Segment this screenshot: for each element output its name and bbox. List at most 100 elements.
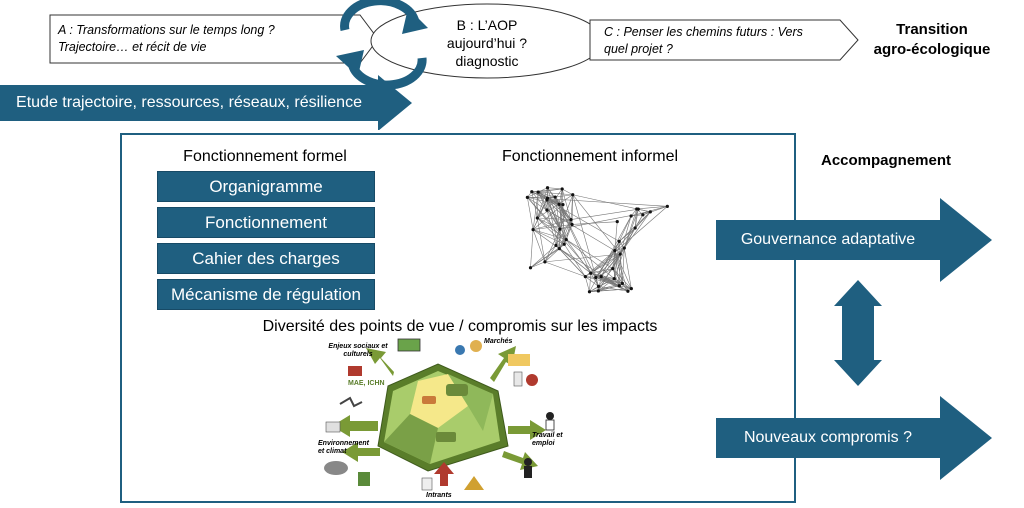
network-node bbox=[545, 196, 550, 200]
label-markets: Marchés bbox=[484, 338, 513, 345]
network-edge bbox=[572, 194, 639, 210]
study-arrow-shape bbox=[0, 75, 412, 130]
arrow-right bbox=[508, 420, 546, 440]
network-node bbox=[665, 204, 669, 208]
step-b-text: B : L’AOP aujourd’hui ? diagnostic bbox=[420, 16, 554, 70]
network-edge bbox=[527, 197, 560, 205]
network-edge bbox=[595, 268, 613, 278]
network-edge bbox=[538, 191, 548, 199]
step-a-text: A : Transformations sur le temps long ? … bbox=[58, 22, 358, 56]
network-node bbox=[613, 248, 617, 253]
network-edge bbox=[589, 273, 592, 292]
network-node bbox=[633, 226, 637, 230]
step-c-line1: C : Penser les chemins futurs : Vers bbox=[604, 25, 803, 39]
field-icon bbox=[325, 421, 341, 433]
network-edge bbox=[612, 247, 625, 269]
network-edge bbox=[614, 215, 632, 251]
network-node bbox=[557, 202, 561, 207]
network-edge bbox=[530, 261, 546, 269]
network-edge bbox=[600, 250, 616, 277]
network-edge bbox=[570, 208, 639, 220]
governance-arrow-shape bbox=[716, 198, 992, 282]
network-edge bbox=[527, 197, 596, 278]
arrow-up-red bbox=[434, 462, 454, 486]
network-node bbox=[543, 260, 547, 264]
network-edge bbox=[624, 211, 651, 249]
network-node bbox=[618, 252, 622, 256]
network-node bbox=[615, 220, 619, 224]
person-icon bbox=[546, 412, 554, 420]
network-edge bbox=[614, 209, 639, 279]
network-edge bbox=[558, 204, 565, 245]
network-edge bbox=[622, 248, 625, 284]
viewpoints-title: Diversité des points de vue / compromis … bbox=[262, 318, 658, 335]
network-edge bbox=[638, 208, 651, 213]
network-node bbox=[617, 239, 621, 243]
network-node bbox=[558, 227, 562, 231]
network-edge bbox=[537, 217, 561, 230]
network-edge bbox=[619, 285, 632, 289]
formal-item-organigramme: Organigramme bbox=[157, 171, 375, 202]
network-edge bbox=[527, 197, 668, 207]
network-edge bbox=[561, 188, 564, 205]
network-edge bbox=[555, 245, 591, 274]
network-edge bbox=[601, 276, 632, 289]
label-inputs: Intrants bbox=[426, 492, 452, 499]
network-edge bbox=[634, 209, 639, 229]
label-mae: MAE, ICHN bbox=[348, 380, 385, 387]
network-edge bbox=[537, 194, 573, 219]
network-edge bbox=[614, 250, 620, 286]
network-edge bbox=[614, 211, 651, 251]
meat-icon bbox=[526, 374, 538, 386]
network-edge bbox=[612, 268, 632, 289]
network-edge bbox=[585, 276, 620, 286]
landscape-icon bbox=[397, 338, 421, 352]
plant-icon bbox=[358, 472, 370, 486]
network-node bbox=[530, 190, 534, 194]
network-node bbox=[554, 243, 558, 247]
informal-title: Fonctionnement informel bbox=[501, 148, 679, 165]
network-edge bbox=[547, 187, 563, 190]
network-edge bbox=[624, 247, 632, 289]
network-edge bbox=[562, 188, 573, 196]
step-c-text: C : Penser les chemins futurs : Vers que… bbox=[604, 24, 844, 58]
network-node bbox=[612, 276, 616, 281]
network-edge bbox=[572, 221, 618, 225]
network-node bbox=[583, 275, 587, 279]
network-edge bbox=[585, 276, 590, 292]
compromises-arrow-shape bbox=[716, 396, 992, 480]
network-node bbox=[622, 246, 626, 250]
network-node bbox=[536, 190, 540, 194]
network-node bbox=[571, 193, 575, 197]
formal-item-cahier: Cahier des charges bbox=[157, 243, 375, 274]
person2-icon bbox=[524, 458, 532, 466]
network-edge bbox=[546, 199, 620, 242]
network-edge bbox=[531, 191, 548, 201]
study-arrow-label: Etude trajectoire, ressources, réseaux, … bbox=[16, 94, 362, 111]
network-edge bbox=[555, 245, 586, 277]
network-node bbox=[594, 275, 598, 280]
network-node bbox=[525, 195, 529, 199]
network-node bbox=[569, 217, 573, 222]
network-node bbox=[620, 281, 624, 285]
step-c-line2: quel projet ? bbox=[604, 42, 673, 56]
network-node bbox=[562, 242, 566, 246]
network-node bbox=[596, 289, 600, 293]
network-node bbox=[528, 266, 533, 270]
network-node bbox=[561, 202, 565, 207]
bird-icon bbox=[339, 396, 363, 408]
network-edge bbox=[636, 206, 668, 210]
network-edge bbox=[532, 229, 565, 245]
flower-icon bbox=[470, 340, 482, 352]
network-edge bbox=[538, 188, 563, 193]
network-edge bbox=[527, 197, 534, 230]
network-node bbox=[587, 290, 592, 294]
network-edge bbox=[585, 276, 599, 287]
network-edge bbox=[595, 277, 629, 292]
network-edge bbox=[618, 254, 621, 286]
network-edge bbox=[538, 191, 573, 196]
network-edge bbox=[527, 191, 539, 198]
network-edge bbox=[537, 192, 539, 219]
network-node bbox=[641, 213, 645, 217]
network-edge bbox=[544, 253, 621, 263]
